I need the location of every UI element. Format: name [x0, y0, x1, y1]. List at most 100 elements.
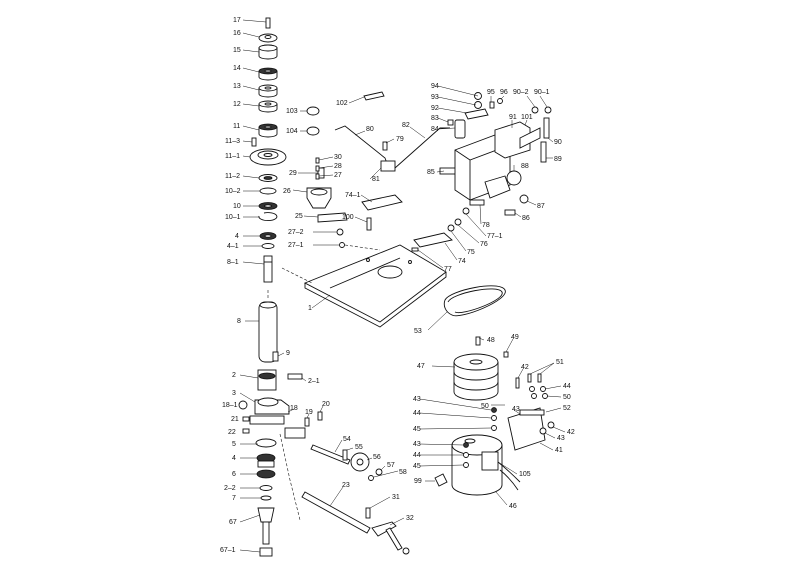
callout-99: 99 [414, 478, 422, 485]
callout-57: 57 [387, 462, 395, 469]
callout-43: 43 [512, 406, 520, 413]
snap-ring-10-1 [258, 212, 278, 222]
callout-86: 86 [522, 215, 530, 222]
cylinder-84 [454, 119, 466, 139]
callout-53: 53 [414, 328, 422, 335]
leader-lines [239, 19, 566, 553]
callout-105: 105 [519, 471, 531, 478]
callout-83: 83 [431, 115, 439, 122]
callout-95: 95 [487, 89, 495, 96]
callout-44b: 44 [413, 410, 421, 417]
callout-10: 10 [233, 203, 241, 210]
callout-76: 76 [480, 241, 488, 248]
callout-8-1: 8–1 [227, 259, 239, 266]
callout-55: 55 [355, 444, 363, 451]
pulley-47 [453, 362, 499, 401]
callout-28: 28 [334, 163, 342, 170]
arbor-67 [257, 507, 275, 523]
box-91 [494, 121, 531, 159]
callout-1: 1 [308, 305, 312, 312]
nut-103 [306, 106, 320, 116]
callout-44c: 44 [413, 452, 421, 459]
callout-23: 23 [342, 482, 350, 489]
callout-31: 31 [392, 494, 400, 501]
callout-81: 81 [372, 176, 380, 183]
callout-90-2: 90–2 [513, 89, 529, 96]
nut-104 [306, 126, 320, 136]
callout-20: 20 [322, 401, 330, 408]
callout-88: 88 [521, 163, 529, 170]
callout-18: 18 [290, 405, 298, 412]
callout-13: 13 [233, 83, 241, 90]
callout-14: 14 [233, 65, 241, 72]
callout-26: 26 [283, 188, 291, 195]
callout-10-1: 10–1 [225, 214, 241, 221]
callout-44: 44 [563, 383, 571, 390]
callout-49: 49 [511, 334, 519, 341]
callout-12: 12 [233, 101, 241, 108]
rod-80 [334, 125, 389, 167]
callout-96: 96 [500, 89, 508, 96]
callout-30: 30 [334, 154, 342, 161]
callout-46: 46 [509, 503, 517, 510]
callout-85: 85 [427, 169, 435, 176]
callout-27-2: 27–2 [288, 229, 304, 236]
callout-8: 8 [237, 318, 241, 325]
callout-79: 79 [396, 136, 404, 143]
gear-88 [506, 170, 522, 186]
callout-2-2: 2–2 [224, 485, 236, 492]
head-housing [439, 92, 552, 216]
callout-90-1: 90–1 [534, 89, 550, 96]
callout-2-1: 2–1 [308, 378, 320, 385]
callout-4: 4 [235, 233, 239, 240]
callout-27-1: 27–1 [288, 242, 304, 249]
callout-3: 3 [232, 390, 236, 397]
callout-29: 29 [289, 170, 297, 177]
callout-labels: 17 16 15 14 13 12 11 11–3 11–1 11–2 10–2… [220, 17, 575, 554]
callout-48: 48 [487, 337, 495, 344]
callout-58: 58 [399, 469, 407, 476]
callout-45: 45 [413, 426, 421, 433]
callout-56: 56 [373, 454, 381, 461]
callout-67-1: 67–1 [220, 547, 236, 554]
callout-25: 25 [295, 213, 303, 220]
callout-87: 87 [537, 203, 545, 210]
callout-84: 84 [431, 126, 439, 133]
callout-11-3: 11–3 [225, 138, 240, 145]
table-assembly [281, 91, 485, 328]
callout-18-1: 18–1 [222, 402, 238, 409]
callout-4b: 4 [232, 455, 236, 462]
callout-54: 54 [343, 436, 351, 443]
spline-8-1 [263, 255, 273, 283]
belt-53 [443, 285, 506, 317]
spindle-stack [238, 17, 323, 557]
callout-11-1: 11–1 [225, 153, 240, 160]
ring-5 [255, 438, 277, 448]
callout-67: 67 [229, 519, 237, 526]
callout-77-1: 77–1 [487, 233, 503, 240]
callout-19: 19 [305, 409, 313, 416]
callout-77: 77 [444, 266, 452, 273]
callout-5: 5 [232, 441, 236, 448]
rod-23 [301, 491, 371, 534]
callout-89: 89 [554, 156, 562, 163]
callout-6: 6 [232, 471, 236, 478]
callout-15: 15 [233, 47, 241, 54]
callout-42b: 42 [567, 429, 575, 436]
callout-11: 11 [233, 123, 240, 130]
callout-104: 104 [286, 128, 298, 135]
callout-27: 27 [334, 172, 342, 179]
callout-102: 102 [336, 100, 348, 107]
callout-91: 91 [509, 114, 517, 121]
callout-45b: 45 [413, 463, 421, 470]
callout-78: 78 [482, 222, 490, 229]
callout-92: 92 [431, 105, 439, 112]
callout-21: 21 [231, 416, 239, 423]
callout-93: 93 [431, 94, 439, 101]
callout-50b: 50 [481, 403, 489, 410]
callout-43d: 43 [557, 435, 565, 442]
callout-2: 2 [232, 372, 236, 379]
callout-11-2: 11–2 [225, 173, 240, 180]
callout-7: 7 [232, 495, 236, 502]
